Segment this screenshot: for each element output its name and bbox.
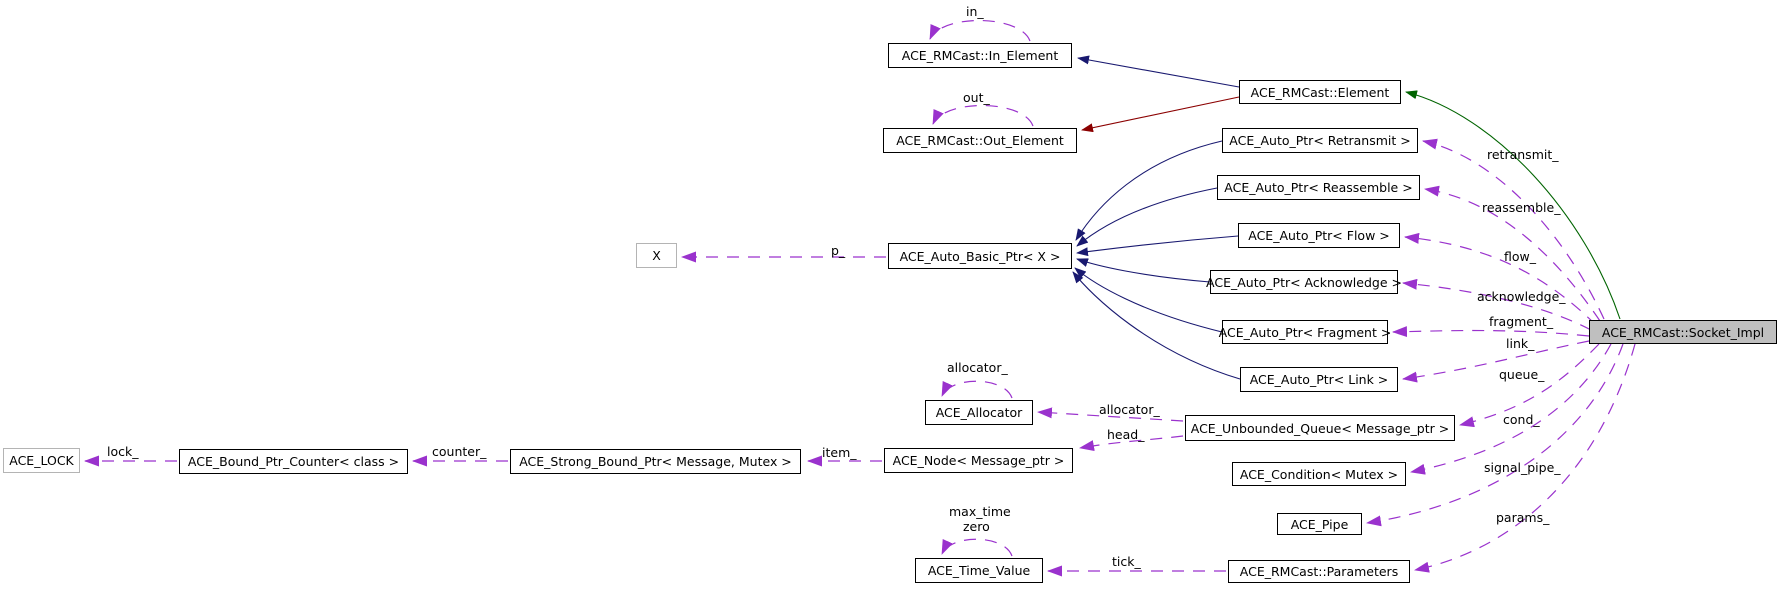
edge-label-acknowledge: acknowledge_ xyxy=(1477,289,1566,304)
edge-in-element-self-loop xyxy=(929,19,1031,42)
class-node-ace-rmcast-out-element[interactable]: ACE_RMCast::Out_Element xyxy=(883,128,1077,153)
edge-reassemble-inherits-auto-basic xyxy=(1076,187,1218,247)
class-node-ace-auto-ptr-link[interactable]: ACE_Auto_Ptr< Link > xyxy=(1240,367,1398,392)
edge-socket-impl-uses-retransmit xyxy=(1422,138,1605,320)
edge-socket-impl-uses-acknowledge xyxy=(1402,278,1592,331)
edge-label-flow: flow_ xyxy=(1504,249,1536,264)
edge-element-inherits-in-element xyxy=(1077,55,1240,88)
edge-label-tick: tick_ xyxy=(1112,554,1141,569)
edge-link-inherits-auto-basic xyxy=(1072,271,1241,380)
class-node-ace-auto-ptr-flow[interactable]: ACE_Auto_Ptr< Flow > xyxy=(1238,223,1400,248)
edge-label-fragment: fragment_ xyxy=(1489,314,1554,329)
class-node-ace-rmcast-element[interactable]: ACE_RMCast::Element xyxy=(1239,80,1401,104)
edge-label-lock: lock_ xyxy=(107,444,139,459)
class-node-ace-allocator[interactable]: ACE_Allocator xyxy=(925,400,1033,425)
edge-socket-impl-uses-fragment xyxy=(1392,326,1590,338)
edge-retransmit-inherits-auto-basic xyxy=(1075,140,1223,241)
class-node-x: X xyxy=(636,243,677,268)
edge-allocator-self-loop xyxy=(941,380,1013,399)
edge-fragment-inherits-auto-basic xyxy=(1074,267,1223,333)
edge-label-allocator: allocator_ xyxy=(1099,402,1160,417)
edge-socket-impl-uses-pipe xyxy=(1366,343,1624,527)
edge-label-queue: queue_ xyxy=(1499,367,1545,382)
class-node-ace-rmcast-socket-impl-current: ACE_RMCast::Socket_Impl xyxy=(1589,320,1777,344)
class-node-ace-bound-ptr-counter[interactable]: ACE_Bound_Ptr_Counter< class > xyxy=(179,449,408,474)
edge-label-signal-pipe: signal_pipe_ xyxy=(1484,460,1561,475)
edge-label-allocator-self: allocator_ xyxy=(947,360,1008,375)
edge-acknowledge-inherits-auto-basic xyxy=(1076,258,1211,283)
class-node-ace-time-value[interactable]: ACE_Time_Value xyxy=(915,558,1043,583)
edge-label-zero: zero xyxy=(963,519,990,534)
class-node-ace-auto-basic-ptr[interactable]: ACE_Auto_Basic_Ptr< X > xyxy=(888,243,1072,269)
edge-label-retransmit: retransmit_ xyxy=(1487,147,1559,162)
edge-socket-impl-uses-link xyxy=(1402,340,1590,383)
edge-label-head: head_ xyxy=(1107,427,1145,442)
edge-label-cond: cond_ xyxy=(1503,412,1540,427)
edge-label-p: p_ xyxy=(831,243,846,258)
class-node-ace-lock: ACE_LOCK xyxy=(3,448,80,473)
edge-label-item: item_ xyxy=(822,445,857,460)
edge-socket-impl-uses-flow xyxy=(1404,232,1597,326)
edge-flow-inherits-auto-basic xyxy=(1076,235,1239,257)
edge-label-counter: counter_ xyxy=(432,444,487,459)
edge-socket-impl-uses-parameters xyxy=(1414,343,1636,573)
edge-time-value-self-loop xyxy=(941,538,1013,557)
edge-label-max-time: max_time xyxy=(949,504,1011,519)
edge-out-element-self-loop xyxy=(932,104,1034,127)
class-node-ace-auto-ptr-reassemble[interactable]: ACE_Auto_Ptr< Reassemble > xyxy=(1217,175,1420,200)
class-node-ace-auto-ptr-acknowledge[interactable]: ACE_Auto_Ptr< Acknowledge > xyxy=(1206,270,1402,294)
edge-socket-impl-uses-condition xyxy=(1410,343,1612,475)
class-node-ace-rmcast-in-element[interactable]: ACE_RMCast::In_Element xyxy=(888,43,1072,68)
edge-label-params: params_ xyxy=(1496,510,1550,525)
class-node-ace-condition[interactable]: ACE_Condition< Mutex > xyxy=(1232,462,1406,486)
class-node-ace-auto-ptr-fragment[interactable]: ACE_Auto_Ptr< Fragment > xyxy=(1219,320,1391,344)
edge-label-link: link_ xyxy=(1506,336,1535,351)
edge-queue-uses-allocator xyxy=(1037,407,1184,422)
edge-element-inherits-out-element xyxy=(1081,96,1240,133)
edge-socket-impl-uses-reassemble xyxy=(1424,185,1601,322)
edge-label-reassemble: reassemble_ xyxy=(1482,200,1561,215)
class-node-ace-pipe[interactable]: ACE_Pipe xyxy=(1277,513,1362,535)
class-node-ace-unbounded-queue[interactable]: ACE_Unbounded_Queue< Message_ptr > xyxy=(1185,415,1455,441)
class-node-ace-auto-ptr-retransmit[interactable]: ACE_Auto_Ptr< Retransmit > xyxy=(1222,128,1418,153)
class-node-ace-strong-bound-ptr[interactable]: ACE_Strong_Bound_Ptr< Message, Mutex > xyxy=(510,449,801,474)
edge-socket-impl-inherits-element xyxy=(1405,90,1621,320)
edge-queue-uses-node xyxy=(1079,435,1184,451)
class-node-ace-rmcast-parameters[interactable]: ACE_RMCast::Parameters xyxy=(1228,560,1410,583)
class-node-ace-node[interactable]: ACE_Node< Message_ptr > xyxy=(884,448,1073,473)
edge-label-in: in_ xyxy=(966,4,984,19)
edge-label-out: out_ xyxy=(963,90,990,105)
